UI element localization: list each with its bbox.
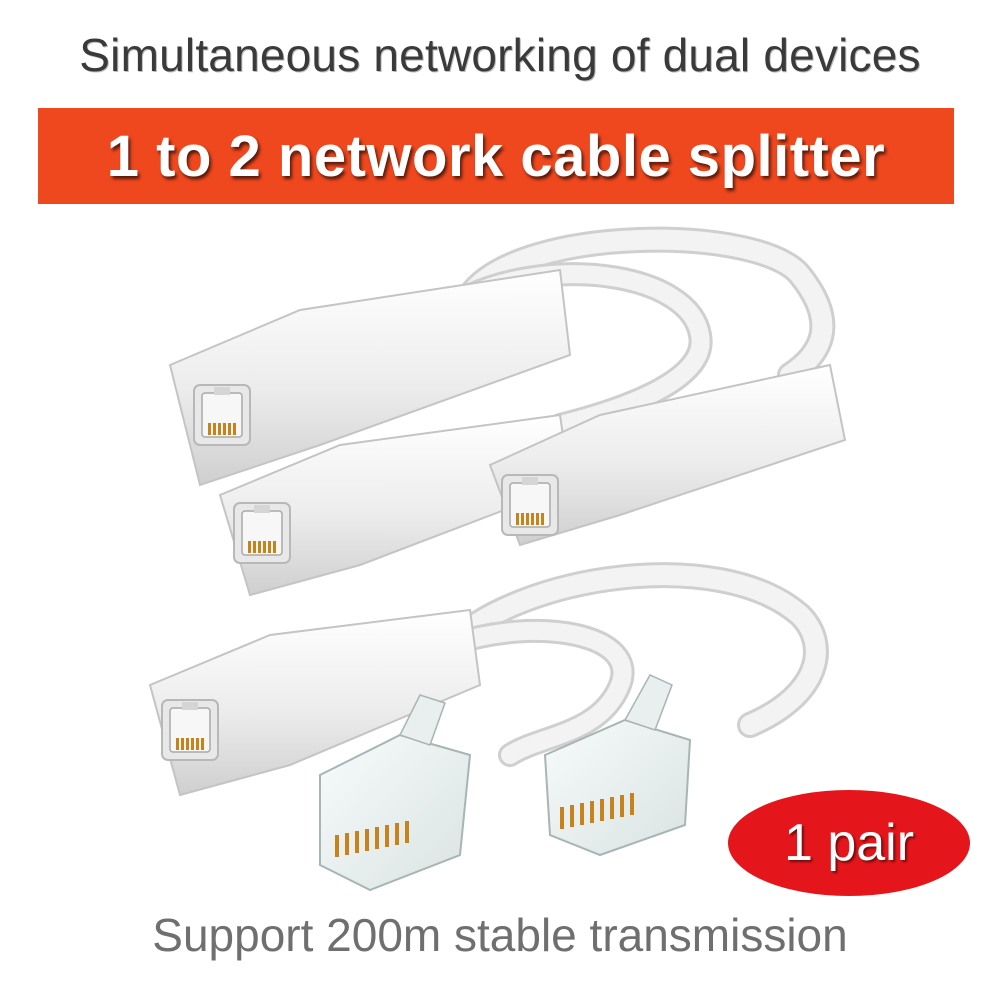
rj45-plug-right [543, 674, 692, 857]
quantity-badge: 1 pair [728, 790, 970, 896]
title-banner: 1 to 2 network cable splitter [38, 108, 954, 204]
female-connector-middle-right [488, 363, 847, 547]
rj45-plug-left [319, 694, 472, 892]
footline: Support 200m stable transmission [152, 909, 848, 961]
female-connector-bottom [148, 608, 482, 797]
headline: Simultaneous networking of dual devices [79, 29, 921, 81]
banner-title: 1 to 2 network cable splitter [106, 123, 886, 189]
female-connector-top [168, 268, 572, 487]
splitter-product-image [148, 226, 847, 892]
badge-label: 1 pair [783, 814, 915, 872]
